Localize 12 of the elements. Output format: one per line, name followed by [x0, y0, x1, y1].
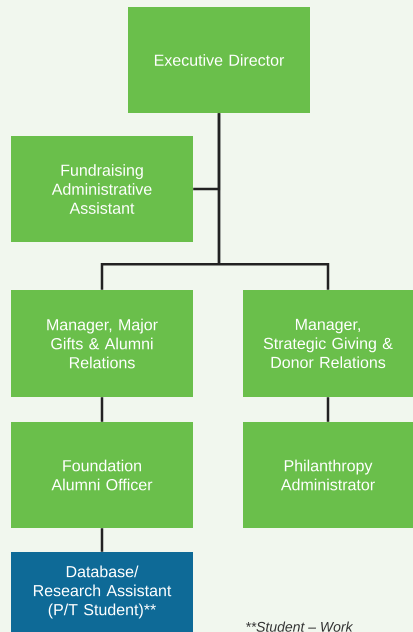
connector-line	[218, 113, 330, 290]
position-box: Foundation Alumni Officer	[11, 422, 193, 528]
position-box: Manager, Strategic Giving & Donor Relations	[243, 290, 413, 397]
footnote: **Student – Work	[246, 622, 354, 632]
connector-line	[100, 528, 104, 552]
position-box: Philanthropy Administrator	[243, 422, 413, 528]
connector-line	[326, 397, 330, 422]
position-box: Manager, Major Gifts & Alumni Relations	[11, 290, 193, 397]
connector-line	[100, 397, 104, 422]
position-box: Fundraising Administrative Assistant	[11, 136, 193, 242]
position-box: Executive Director	[128, 7, 310, 113]
position-box: Database/ Research Assistant (P/T Student)**	[11, 552, 193, 632]
